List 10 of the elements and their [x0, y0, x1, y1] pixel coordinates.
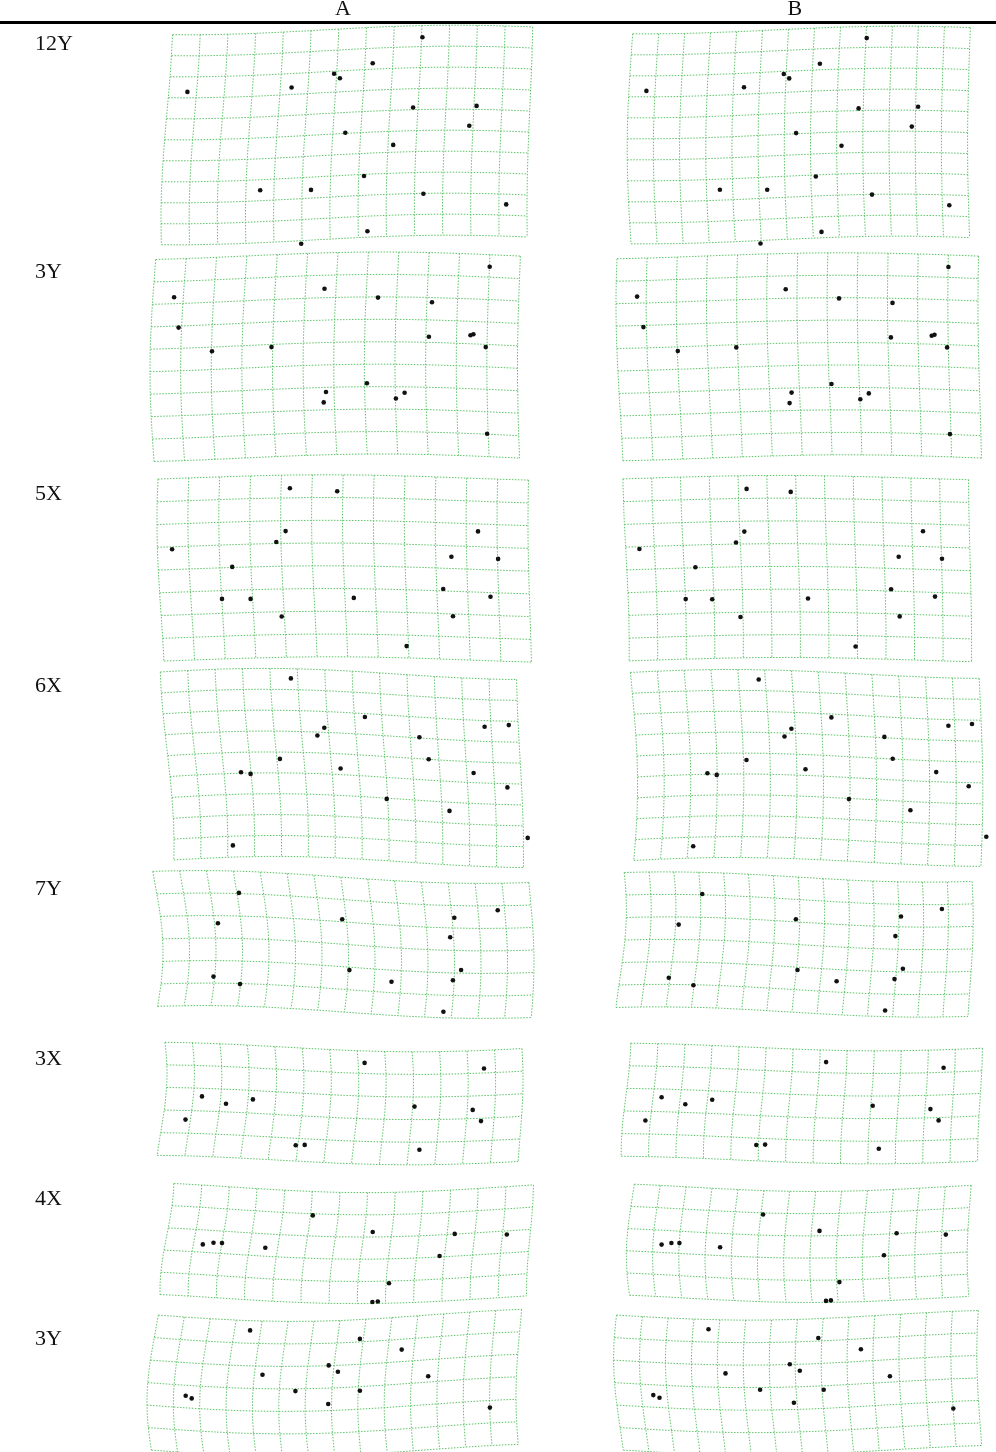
column-header: B	[787, 0, 803, 21]
row-label: 5X	[35, 480, 62, 506]
column-header: A	[335, 0, 351, 21]
row-label: 6X	[35, 672, 62, 698]
row-label: 12Y	[35, 30, 73, 56]
row-label: 3Y	[35, 1325, 62, 1351]
row-label: 3Y	[35, 258, 62, 284]
row-label: 4X	[35, 1185, 62, 1211]
row-label: 7Y	[35, 875, 62, 901]
row-label: 3X	[35, 1045, 62, 1071]
